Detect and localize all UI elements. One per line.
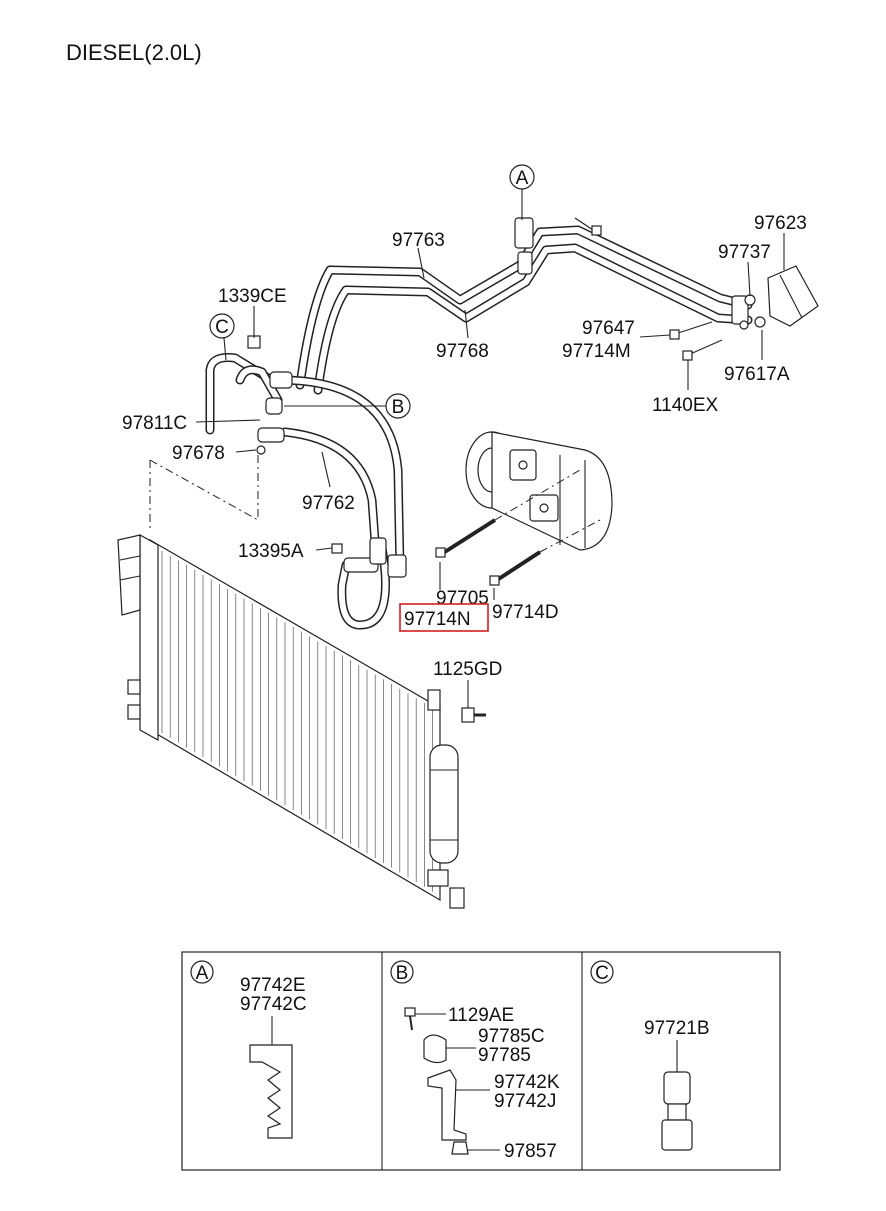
svg-text:A: A: [516, 168, 529, 189]
callout-c: C: [209, 313, 235, 339]
detail-c-label-1: 97721B: [644, 1018, 710, 1039]
svg-text:B: B: [396, 963, 409, 984]
detail-b: B 1129AE 97785C 97785 97742K 97742J 9785…: [390, 960, 560, 1162]
detail-c: C 97721B: [590, 960, 710, 1151]
leader-lines: [149, 189, 785, 708]
detail-a-label-2: 97742C: [240, 994, 307, 1015]
compressor: [465, 431, 613, 551]
svg-text:C: C: [595, 963, 609, 984]
svg-text:A: A: [196, 963, 209, 984]
bracket-icon: [427, 1069, 467, 1141]
pressure-switch-icon: [663, 1071, 691, 1105]
svg-text:B: B: [392, 397, 405, 418]
part-label-97647: 97647: [582, 318, 635, 339]
detail-b-label-3: 97785: [478, 1045, 531, 1066]
detail-b-label-6: 97857: [504, 1141, 557, 1162]
part-label-97763: 97763: [392, 230, 445, 251]
callout-b: B: [385, 393, 411, 419]
part-label-97714n[interactable]: 97714N: [404, 609, 471, 630]
part-label-97623: 97623: [754, 213, 807, 234]
callout-a: A: [509, 164, 535, 190]
part-label-97617a: 97617A: [724, 364, 790, 385]
detail-b-label-2: 97785C: [478, 1026, 545, 1047]
compressor-bolts: [435, 469, 601, 586]
detail-b-label-4: 97742K: [494, 1072, 560, 1093]
diagram-title: DIESEL(2.0L): [66, 40, 202, 65]
part-label-97762: 97762: [302, 493, 355, 514]
part-label-97705: 97705: [436, 588, 489, 609]
part-label-1140ex: 1140EX: [652, 395, 719, 416]
condenser: [117, 533, 465, 909]
detail-b-label-1: 1129AE: [448, 1005, 514, 1026]
part-label-1339ce: 1339CE: [218, 286, 287, 307]
part-label-97811c: 97811C: [122, 413, 187, 434]
part-label-97768: 97768: [436, 341, 489, 362]
detail-a: A 97742E 97742C: [190, 960, 307, 1139]
detail-b-label-5: 97742J: [494, 1091, 556, 1112]
grommet-icon: [451, 1141, 469, 1155]
highlight-box: [399, 603, 489, 632]
fittings: [247, 217, 819, 723]
part-label-97737: 97737: [718, 242, 771, 263]
part-label-97714d: 97714D: [492, 602, 559, 623]
clip-bracket-icon: [249, 1044, 293, 1139]
clamp-icon: [423, 1034, 447, 1064]
detail-a-label-1: 97742E: [240, 975, 306, 996]
part-label-97678: 97678: [172, 443, 225, 464]
ac-pipes: [205, 225, 753, 630]
svg-text:C: C: [215, 317, 229, 338]
part-label-13395a: 13395A: [238, 541, 304, 562]
part-label-97714m: 97714M: [562, 341, 631, 362]
part-label-1125gd: 1125GD: [433, 659, 502, 680]
